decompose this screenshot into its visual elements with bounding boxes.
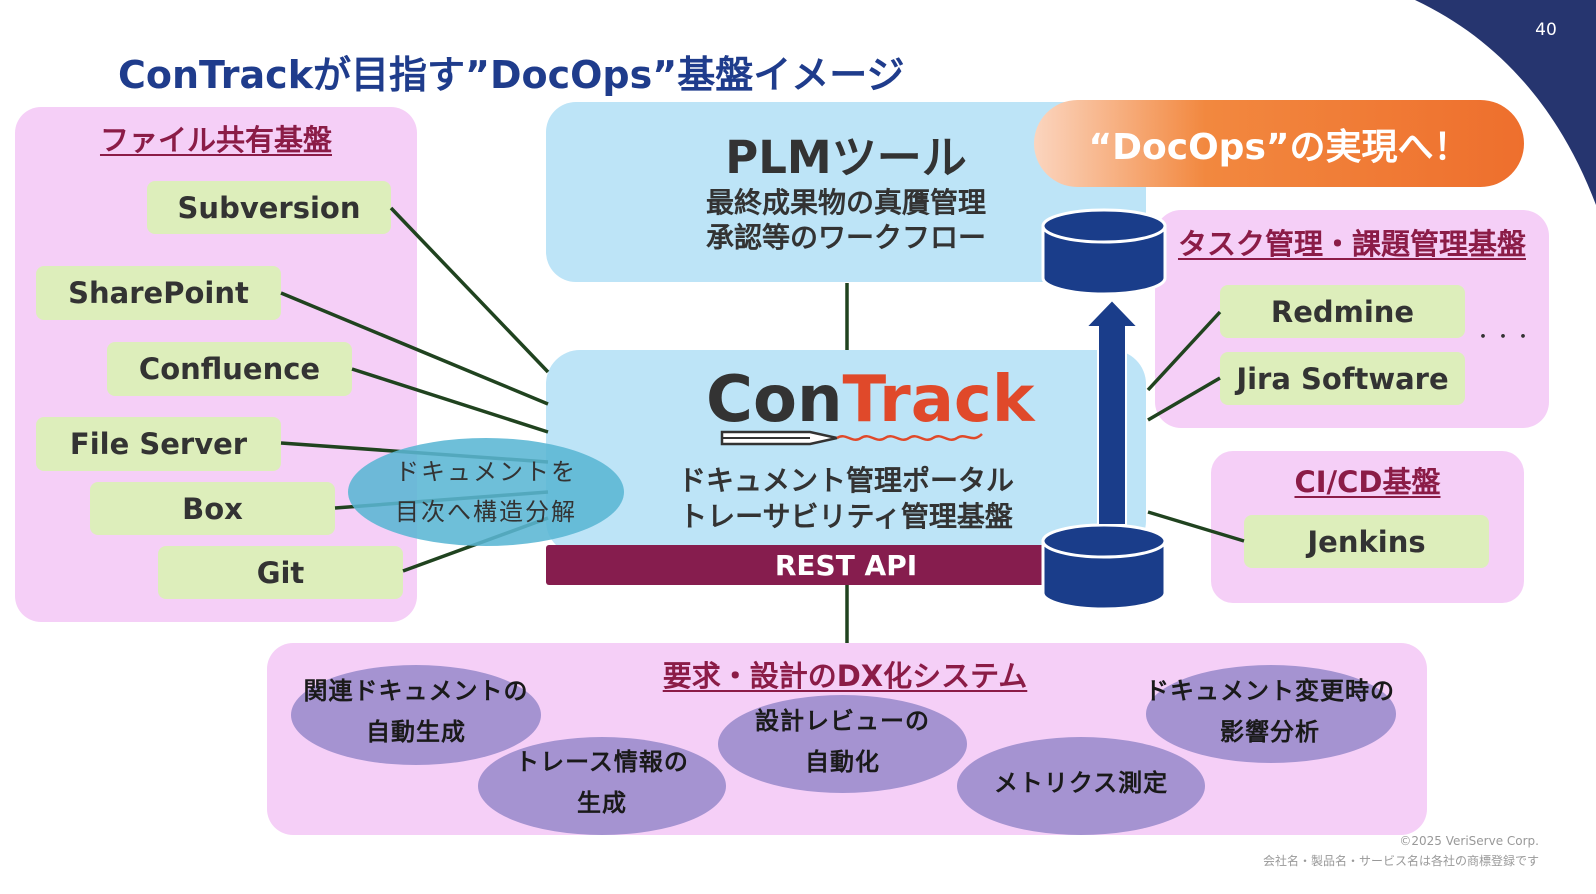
oval-metrics-text: メトリクス測定 bbox=[993, 769, 1169, 797]
cicd-title: CI/CD基盤 bbox=[1294, 465, 1441, 499]
oval-impact-analysis-line2: 影響分析 bbox=[1220, 718, 1320, 746]
tag-box: Box bbox=[90, 482, 335, 535]
oval-impact-analysis-text: ドキュメント変更時の 影響分析 bbox=[1120, 671, 1420, 753]
oval-related-docs-line2: 自動生成 bbox=[366, 718, 466, 746]
oval-related-docs bbox=[291, 665, 541, 765]
oval-design-review-text: 設計レビューの 自動化 bbox=[718, 701, 967, 783]
oval-metrics bbox=[957, 737, 1205, 835]
tag-redmine: Redmine bbox=[1220, 285, 1465, 338]
tag-confluence: Confluence bbox=[107, 342, 352, 396]
contrack-line1: ドキュメント管理ポータル bbox=[677, 464, 1014, 497]
oval-trace-info-text: トレース情報の 生成 bbox=[478, 742, 726, 824]
dx-system-title: 要求・設計のDX化システム bbox=[662, 659, 1028, 693]
tag-jira-software: Jira Software bbox=[1220, 352, 1465, 405]
logo-pencil-icon bbox=[720, 430, 983, 446]
oval-related-docs-text: 関連ドキュメントの 自動生成 bbox=[280, 671, 552, 753]
file-sharing-title: ファイル共有基盤 bbox=[99, 123, 332, 157]
task-more-ellipsis: ・・・ bbox=[1474, 327, 1534, 348]
plm-line1: 最終成果物の真贋管理 bbox=[705, 186, 986, 219]
oval-design-review-line2: 自動化 bbox=[805, 748, 880, 776]
oval-trace-info-line2: 生成 bbox=[577, 789, 627, 817]
logo-track: Track bbox=[842, 363, 1035, 437]
plm-title: PLMツール bbox=[725, 130, 967, 184]
oval-impact-analysis bbox=[1146, 665, 1396, 763]
contrack-line2: トレーサビリティ管理基盤 bbox=[679, 500, 1013, 533]
tag-sharepoint: SharePoint bbox=[36, 266, 281, 320]
db-bottom-icon bbox=[1041, 523, 1167, 611]
decompose-line2: 目次へ構造分解 bbox=[395, 498, 577, 526]
connector-jira bbox=[1147, 376, 1221, 422]
oval-related-docs-line1: 関連ドキュメントの bbox=[303, 677, 529, 705]
tag-jenkins: Jenkins bbox=[1244, 515, 1489, 568]
decompose-bubble bbox=[348, 438, 624, 546]
connector-redmine bbox=[1146, 310, 1222, 392]
decompose-bubble-text: ドキュメントを 目次へ構造分解 bbox=[349, 447, 623, 537]
task-mgmt-title: タスク管理・課題管理基盤 bbox=[1177, 227, 1526, 261]
contrack-panel bbox=[546, 350, 1146, 555]
logo-con: Con bbox=[706, 363, 843, 437]
docops-banner: “DocOps”の実現へ！ bbox=[1034, 100, 1524, 187]
plm-line2: 承認等のワークフロー bbox=[705, 221, 986, 254]
db-top-icon bbox=[1041, 208, 1167, 296]
oval-trace-info-line1: トレース情報の bbox=[515, 748, 689, 776]
page-number: 40 bbox=[1535, 20, 1557, 40]
connector-sharepoint bbox=[280, 291, 549, 406]
contrack-logo: ConTrack bbox=[706, 360, 1034, 440]
connector-jenkins bbox=[1147, 510, 1245, 543]
page-title: ConTrackが目指す”DocOps”基盤イメージ bbox=[118, 53, 905, 97]
tag-file-server: File Server bbox=[36, 417, 281, 471]
tag-git: Git bbox=[158, 546, 403, 599]
connector-subversion bbox=[389, 206, 550, 374]
tag-subversion: Subversion bbox=[147, 181, 391, 234]
oval-design-review-line1: 設計レビューの bbox=[755, 707, 930, 735]
oval-design-review bbox=[718, 695, 967, 793]
oval-impact-analysis-line1: ドキュメント変更時の bbox=[1145, 677, 1395, 705]
footer-copyright: ©2025 VeriServe Corp. bbox=[1399, 834, 1539, 848]
decompose-line1: ドキュメントを bbox=[395, 458, 577, 486]
connector-confluence bbox=[351, 367, 549, 434]
oval-trace-info bbox=[478, 737, 726, 835]
footer-trademark: 会社名・製品名・サービス名は各社の商標登録です bbox=[1262, 854, 1539, 868]
sync-arrow-icon bbox=[1083, 298, 1141, 526]
